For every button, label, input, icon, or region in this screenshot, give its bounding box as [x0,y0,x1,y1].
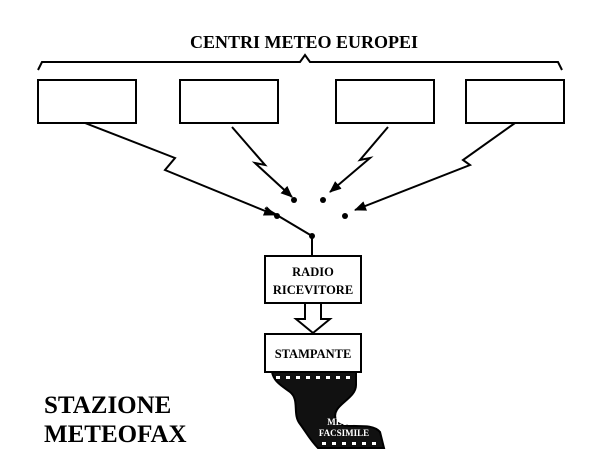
output-label-line2: FACSIMILE [319,428,369,438]
centre-box-2 [179,79,279,124]
brace [37,53,563,71]
output-label-line1: METEO [327,417,361,427]
station-label-line1: STAZIONE [44,392,171,419]
hollow-down-arrow [293,302,333,335]
facsimile-output [270,371,386,449]
station-label-line2: METEOFAX [44,421,187,448]
diagram-title: CENTRI METEO EUROPEI [190,32,418,52]
printer-label: STAMPANTE [275,347,352,361]
switch-contact-1 [291,197,297,203]
centre-box-4 [465,79,565,124]
receiver-label-line1: RADIO [292,265,334,279]
switch-contact-2 [320,197,326,203]
radio-receiver-box [264,255,362,304]
signal-path-1 [84,122,276,216]
signal-path-4 [354,122,516,211]
centre-box-1 [37,79,137,124]
signal-path-3 [329,126,389,193]
switch-blade [264,207,313,237]
receiver-label-line2: RICEVITORE [273,283,353,297]
signal-path-2 [231,126,293,198]
centre-box-3 [335,79,435,124]
film-perforations [276,376,376,445]
switch-contact-4 [342,213,348,219]
